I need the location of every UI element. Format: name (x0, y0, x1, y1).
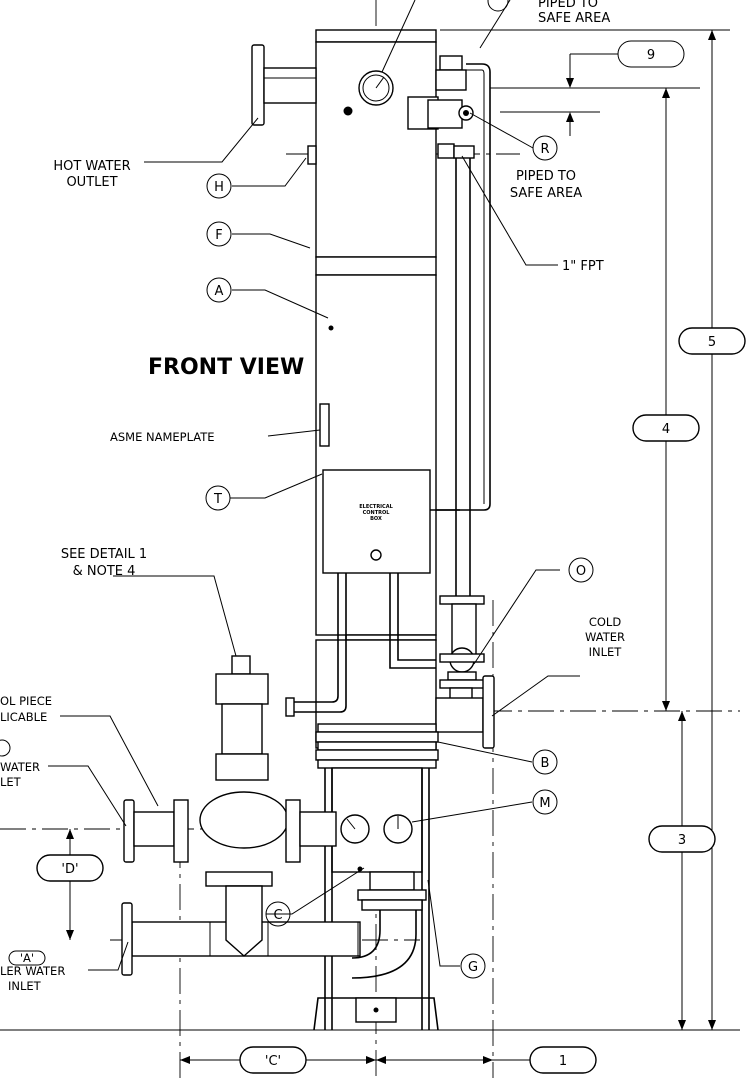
view-title: FRONT VIEW (148, 355, 304, 380)
heat-exchanger-body (331, 767, 423, 873)
elec-box-line-1: ELECTRICAL (359, 504, 393, 510)
elec-box-line-2: CONTROL (363, 510, 391, 516)
dim-3: 3 (678, 833, 686, 848)
label-cold-3: INLET (589, 645, 623, 659)
label-boiler-outlet-2: LET (0, 775, 22, 789)
label-fpt: 1" FPT (562, 259, 604, 274)
label-boiler-inlet-2: INLET (8, 979, 42, 993)
label-hot-water-1: HOT WATER (53, 159, 130, 174)
flange-b (315, 723, 439, 769)
cold-water-inlet-nozzle (435, 675, 495, 749)
conduit-pipes (285, 573, 436, 717)
balloon-t: T (213, 492, 222, 507)
electrical-control-box: ELECTRICAL CONTROL BOX (322, 469, 460, 574)
balloon-m: M (539, 796, 550, 811)
tank-marker-dot (328, 325, 334, 331)
label-hot-water-2: OUTLET (66, 175, 117, 190)
dim-4: 4 (662, 422, 670, 437)
label-spool-1: OL PIECE (0, 694, 52, 708)
label-cold-1: COLD (589, 615, 621, 629)
balloon-r: R (540, 142, 549, 157)
dim-1: 1 (559, 1054, 567, 1069)
elec-box-line-3: BOX (370, 516, 382, 522)
balloon-f: F (215, 228, 222, 243)
text-labels: PIPED TO SAFE AREA HOT WATER OUTLET PIPE… (0, 0, 625, 993)
balloons: H F A T R O B M C G (0, 0, 594, 979)
label-spool-2: LICABLE (0, 710, 47, 724)
label-asme: ASME NAMEPLATE (110, 430, 215, 444)
label-piped-mid-2: SAFE AREA (510, 186, 582, 201)
label-piped-top-1: PIPED TO (538, 0, 598, 11)
sight-gauge (439, 595, 485, 711)
dim-c: 'C' (265, 1054, 281, 1069)
leader-lines (48, 0, 580, 971)
balloon-c: C (273, 908, 282, 923)
balloon-a: A (215, 284, 224, 299)
label-piped-top-2: SAFE AREA (538, 11, 610, 26)
drain-hole (343, 106, 353, 116)
label-cold-2: WATER (585, 630, 625, 644)
dim-5: 5 (708, 335, 716, 350)
storage-tank (315, 29, 437, 749)
balloon-g: G (468, 960, 478, 975)
top-gauge (358, 70, 394, 106)
label-piped-mid-1: PIPED TO (516, 169, 576, 184)
hot-water-outlet-nozzle (251, 44, 317, 126)
label-boiler-outlet-1: WATER (0, 760, 40, 774)
dim-a: 'A' (20, 951, 34, 965)
dim-9: 9 (647, 48, 655, 63)
label-boiler-inlet-1: LER WATER (0, 964, 65, 978)
balloon-h: H (214, 180, 224, 195)
dimensions: 9 5 4 3 'D' 'A' 'C' (0, 29, 746, 1074)
label-see-detail-2: & NOTE 4 (73, 564, 136, 579)
fitting-h (307, 145, 317, 165)
relief-valve-assembly (407, 55, 491, 620)
balloon-o: O (576, 564, 586, 579)
label-see-detail-1: SEE DETAIL 1 (61, 547, 147, 562)
control-valve-assembly (123, 655, 337, 957)
dim-d: 'D' (61, 862, 78, 877)
balloon-b: B (541, 756, 550, 771)
